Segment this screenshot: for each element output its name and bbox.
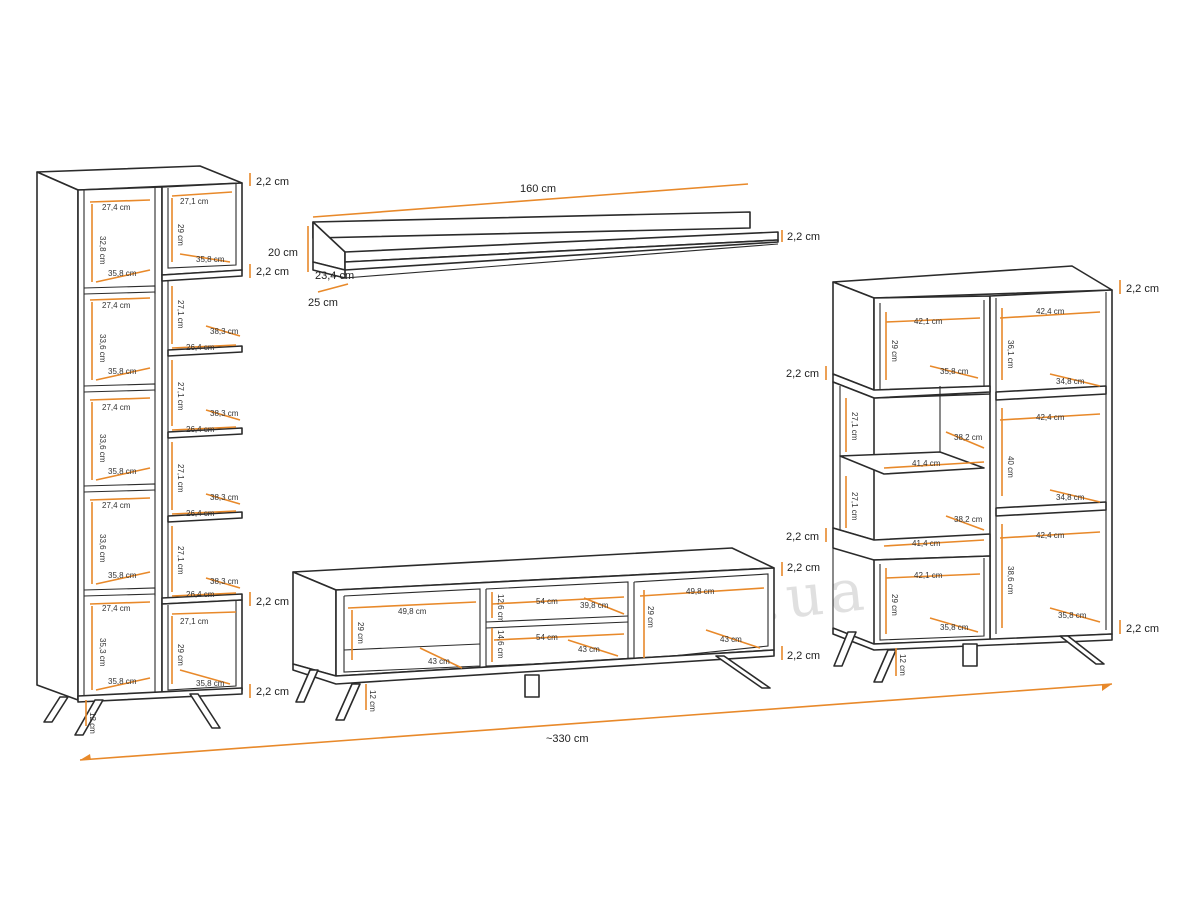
cab-m2-width: 41,4 cm [912, 539, 941, 548]
tv-left-width: 49,8 cm [398, 607, 427, 616]
dimension-lines [79, 173, 1121, 761]
tv-right-depth: 43 cm [720, 635, 742, 644]
cab-r3-depth: 35,8 cm [1058, 611, 1087, 620]
tower-r6-height: 29 cm [176, 644, 185, 666]
tall-tower [36, 165, 243, 736]
shelf-width-label: 160 cm [520, 183, 556, 195]
tv-leg-height: 12 cm [368, 690, 377, 712]
cab-r1-height: 36,1 cm [1006, 340, 1015, 369]
tower-top-thickness-label: 2,2 cm [256, 176, 289, 188]
cab-leg-height: 12 cm [898, 654, 907, 676]
overall-width-label: ~330 cm [546, 733, 589, 745]
cab-base-thickness-label: 2,2 cm [1126, 623, 1159, 635]
tower-r1-height: 29 cm [176, 224, 185, 246]
cab-r3-width: 42,4 cm [1036, 531, 1065, 540]
tower-c5-height: 35,3 cm [98, 638, 107, 667]
cab-top-thickness-label: 2,2 cm [1126, 283, 1159, 295]
tower-c3-height: 33,6 cm [98, 434, 107, 463]
tower-r5-width: 26,4 cm [186, 590, 215, 599]
cab-lower-thickness-label: 2,2 cm [786, 531, 819, 543]
cab-r2-width: 42,4 cm [1036, 413, 1065, 422]
dimension-labels: ~330 cm 160 cm 20 cm 23,4 cm 25 cm 2,2 c… [88, 176, 1159, 745]
tower-box-thickness-label: 2,2 cm [256, 266, 289, 278]
tv-top-thickness-label: 2,2 cm [787, 562, 820, 574]
tower-r4-height: 27,1 cm [176, 464, 185, 493]
shelf-thickness-label: 2,2 cm [787, 231, 820, 243]
tower-c2-width: 27,4 cm [102, 301, 131, 310]
tv-left-height: 29 cm [356, 622, 365, 644]
tower-r5-height: 27,1 cm [176, 546, 185, 575]
cab-r1-width: 42,4 cm [1036, 307, 1065, 316]
cab-tl-height: 29 cm [890, 340, 899, 362]
wall-shelf [312, 211, 779, 279]
tower-c2-depth: 35,8 cm [108, 367, 137, 376]
cab-r3-height: 38,6 cm [1006, 566, 1015, 595]
cab-r1-depth: 34,8 cm [1056, 377, 1085, 386]
shelf-depth-top-label: 23,4 cm [315, 270, 354, 282]
cab-tl-width: 42,1 cm [914, 317, 943, 326]
tower-r3-width: 26,4 cm [186, 425, 215, 434]
tower-r1-depth: 35,8 cm [196, 255, 225, 264]
cab-m2-depth: 38,2 cm [954, 515, 983, 524]
tv-mid-bottom-height: 14,6 cm [496, 630, 505, 659]
tower-r6-width: 27,1 cm [180, 617, 209, 626]
tower-side [36, 171, 79, 701]
tv-mid-top-width: 54 cm [536, 597, 558, 606]
tower-c1-width: 27,4 cm [102, 203, 131, 212]
tower-c4-height: 33,6 cm [98, 534, 107, 563]
tv-right-width: 49,8 cm [686, 587, 715, 596]
tower-r1-width: 27,1 cm [180, 197, 209, 206]
cab-m2-height: 27,1 cm [850, 492, 859, 521]
cab-m1-width: 41,4 cm [912, 459, 941, 468]
cab-tl-depth: 35,8 cm [940, 367, 969, 376]
cab-bl-depth: 35,8 cm [940, 623, 969, 632]
tower-base-thickness-label: 2,2 cm [256, 686, 289, 698]
tower-leg-height: 12 cm [88, 712, 97, 734]
tv-mid-bottom-depth: 43 cm [578, 645, 600, 654]
tower-r2-height: 27,1 cm [176, 300, 185, 329]
tower-c2-height: 33,6 cm [98, 334, 107, 363]
tower-c1-height: 32,8 cm [98, 236, 107, 265]
tower-c4-width: 27,4 cm [102, 501, 131, 510]
tower-r2-depth: 38,3 cm [210, 327, 239, 336]
tower-c3-depth: 35,8 cm [108, 467, 137, 476]
cab-bl-width: 42,1 cm [914, 571, 943, 580]
tv-mid-bottom-width: 54 cm [536, 633, 558, 642]
tv-left-depth: 43 cm [428, 657, 450, 666]
cab-bl-height: 29 cm [890, 594, 899, 616]
tower-c1-depth: 35,8 cm [108, 269, 137, 278]
cab-upper-thickness-label: 2,2 cm [786, 368, 819, 380]
tower-c4-depth: 35,8 cm [108, 571, 137, 580]
cab-m1-depth: 38,2 cm [954, 433, 983, 442]
tower-r5-depth: 38,3 cm [210, 577, 239, 586]
tower-c5-width: 27,4 cm [102, 604, 131, 613]
shelf-height-label: 20 cm [268, 247, 298, 259]
cab-r2-depth: 34,8 cm [1056, 493, 1085, 502]
shelf-depth-label: 25 cm [308, 297, 338, 309]
tower-leg [43, 696, 69, 723]
tower-left-column [77, 186, 163, 701]
tower-c5-depth: 35,8 cm [108, 677, 137, 686]
tower-c3-width: 27,4 cm [102, 403, 131, 412]
tv-mid-top-height: 12,6 cm [496, 594, 505, 623]
tower-r2-width: 26,4 cm [186, 343, 215, 352]
tower-lower-thickness-label: 2,2 cm [256, 596, 289, 608]
tower-r6-depth: 35,8 cm [196, 679, 225, 688]
tower-r4-depth: 38,3 cm [210, 493, 239, 502]
tower-r3-height: 27,1 cm [176, 382, 185, 411]
tower-r4-width: 26,4 cm [186, 509, 215, 518]
cab-r2-height: 40 cm [1006, 456, 1015, 478]
tv-mid-depth: 39,8 cm [580, 601, 609, 610]
cab-m1-height: 27,1 cm [850, 412, 859, 441]
tower-r3-depth: 38,3 cm [210, 409, 239, 418]
tv-base-thickness-label: 2,2 cm [787, 650, 820, 662]
tv-right-height: 29 cm [646, 606, 655, 628]
